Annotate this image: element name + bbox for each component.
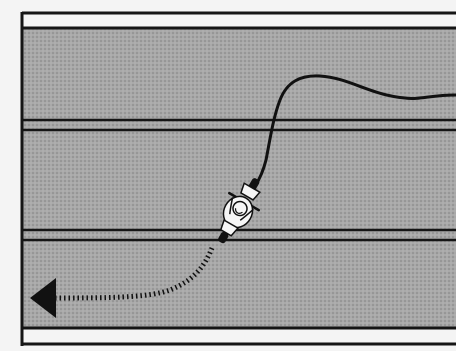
planned-path — [54, 247, 215, 301]
motorcycle-icon — [218, 178, 261, 244]
travelled-path — [253, 74, 456, 188]
direction-arrow-icon — [30, 278, 56, 318]
road-surface — [22, 27, 456, 329]
